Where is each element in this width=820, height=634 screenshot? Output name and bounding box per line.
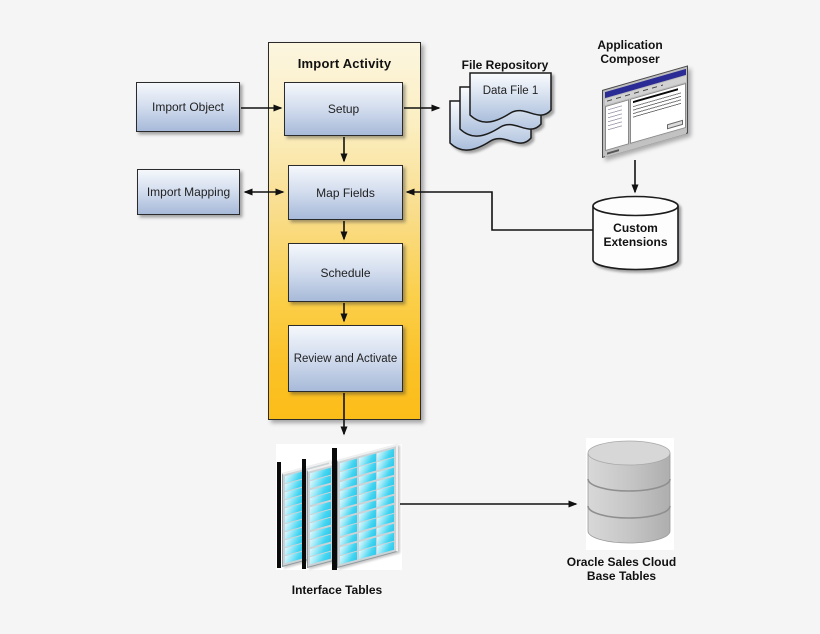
import-mapping-node: Import Mapping (137, 169, 240, 215)
setup-step-node: Setup (284, 82, 403, 136)
interface-table-spine-icon (277, 462, 281, 568)
window-tree-panel-icon (604, 98, 629, 151)
application-window-icon (602, 65, 688, 158)
interface-tables-label: Interface Tables (291, 583, 383, 597)
review-and-activate-step-node: Review and Activate (288, 325, 403, 392)
custom-extensions-label: Custom Extensions (603, 221, 668, 249)
file-repository-label: File Repository (461, 58, 549, 72)
interface-table-spine-icon (332, 448, 337, 570)
base-tables-label: Oracle Sales Cloud Base Tables (566, 555, 677, 583)
base-tables-backdrop (586, 438, 674, 550)
map-fields-step-node: Map Fields (288, 165, 403, 220)
window-button-icon (666, 119, 683, 130)
interface-table-spine-icon (302, 459, 306, 569)
import-activity-title: Import Activity (297, 56, 392, 71)
import-object-node: Import Object (136, 82, 240, 132)
interface-table-grid-icon (336, 443, 398, 568)
schedule-step-node: Schedule (288, 243, 403, 302)
application-composer-label: Application Composer (597, 38, 663, 66)
data-file-label: Data File 1 (482, 85, 539, 97)
